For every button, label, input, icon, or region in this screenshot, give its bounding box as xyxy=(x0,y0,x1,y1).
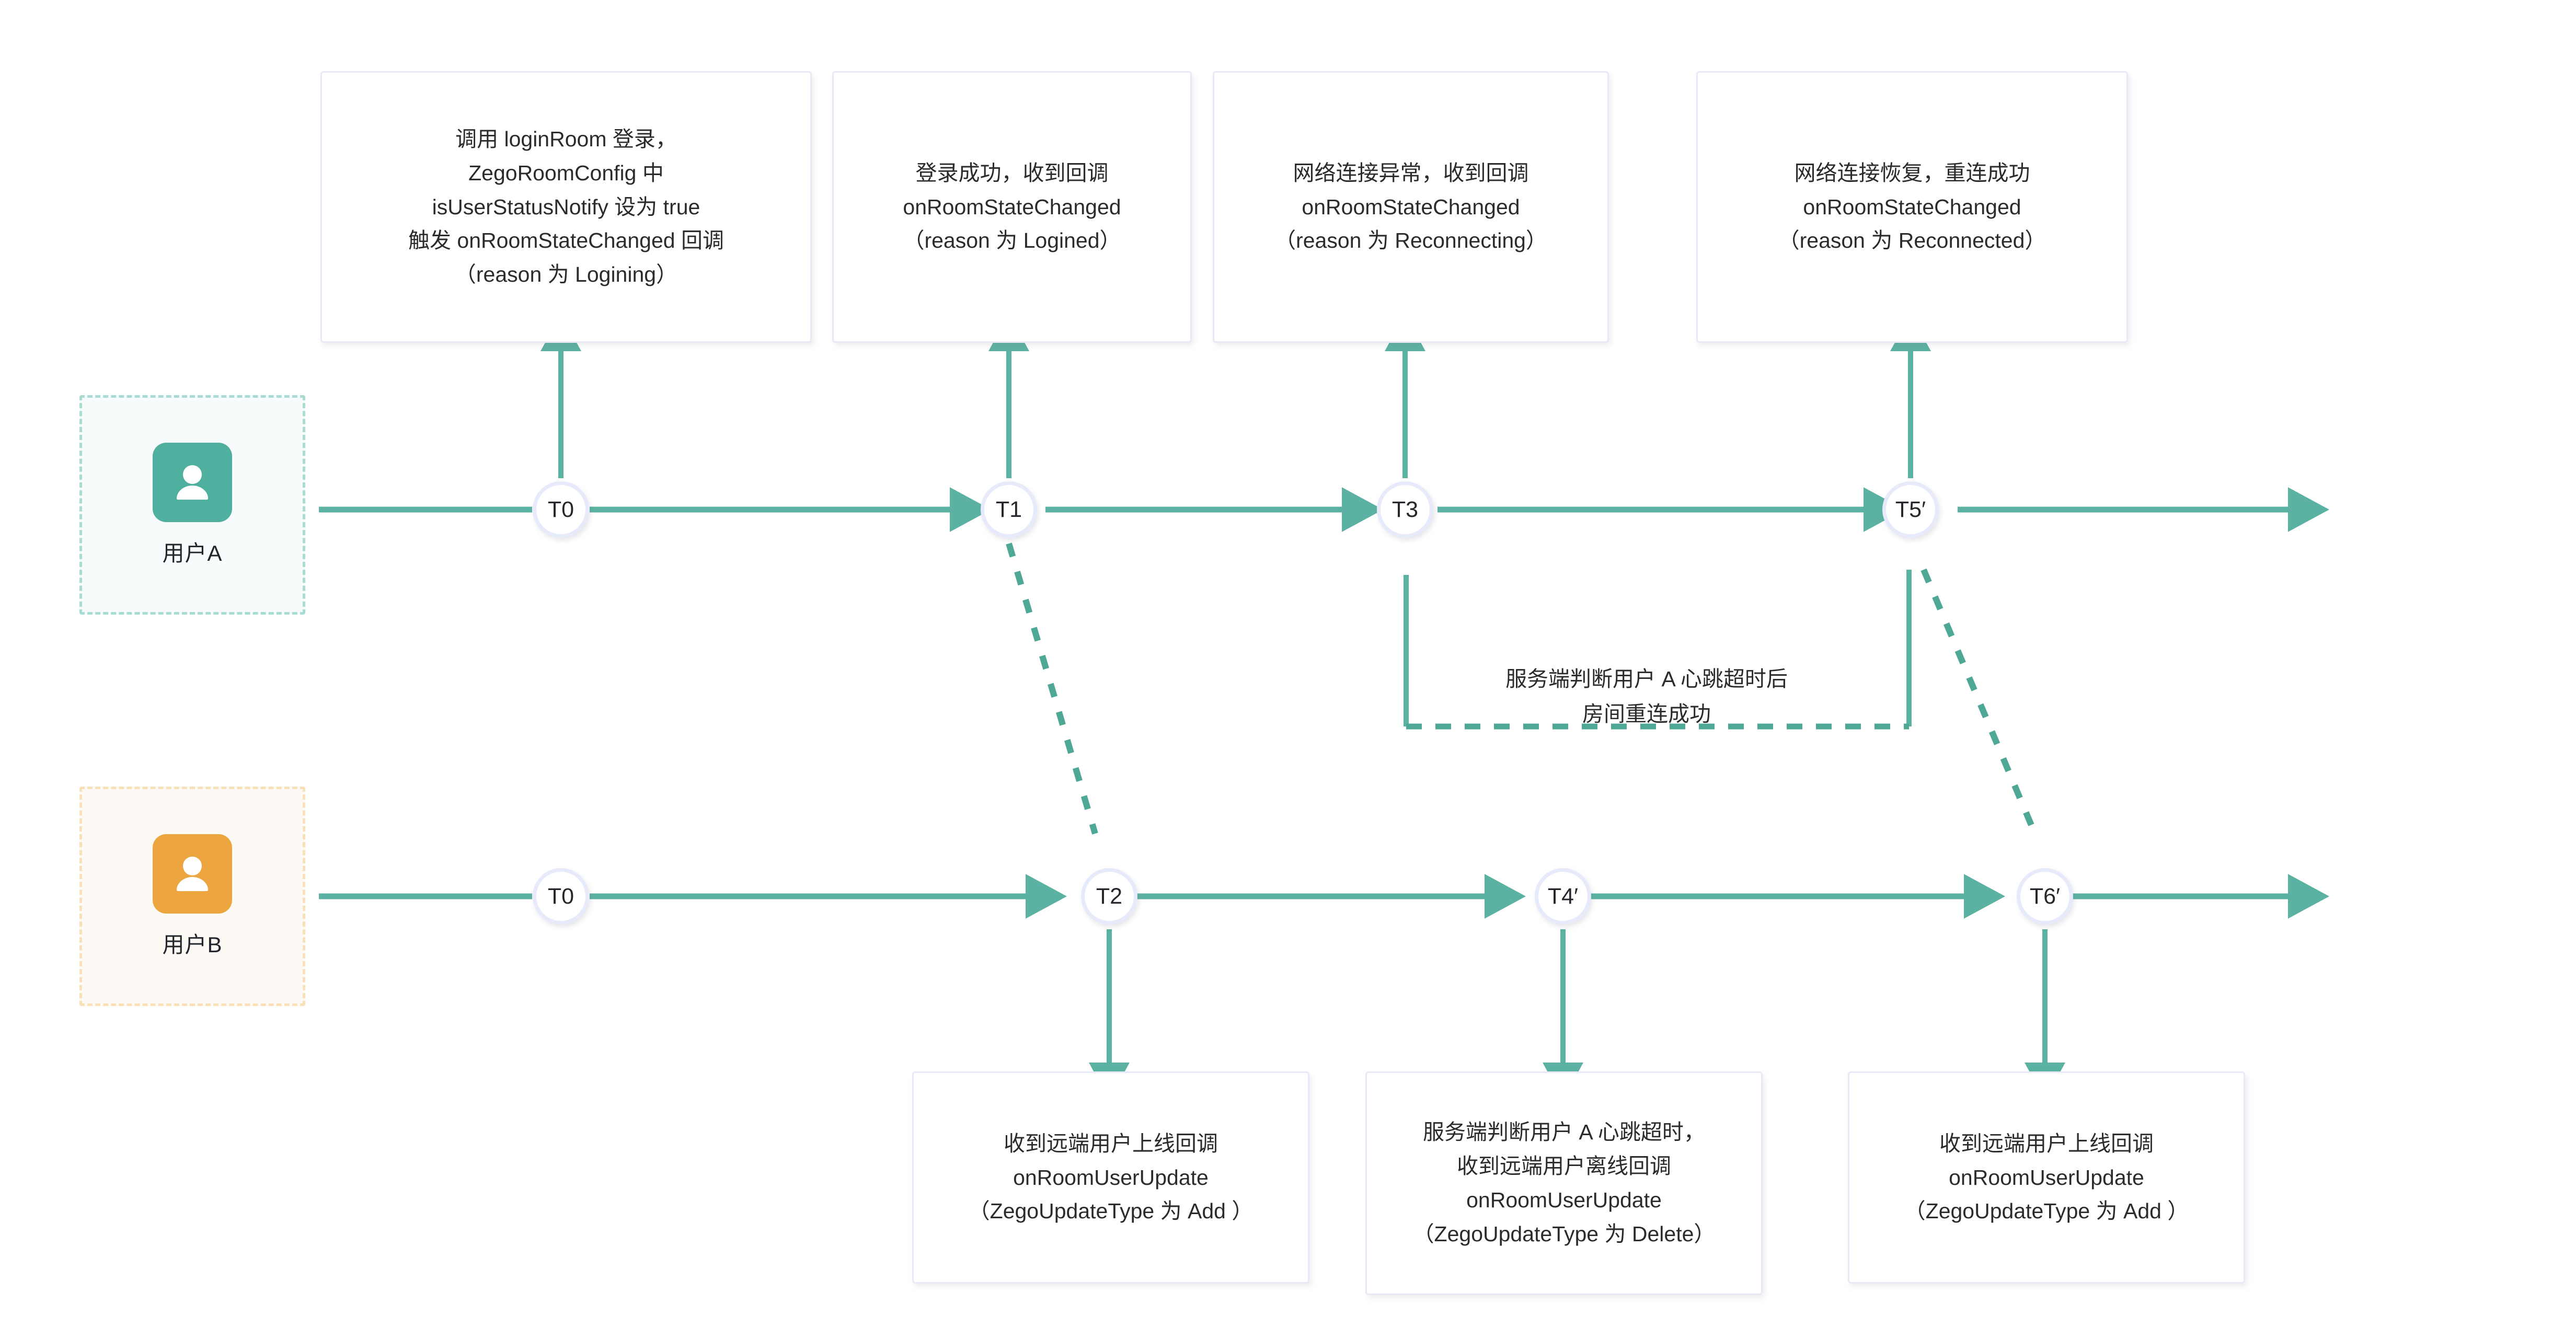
node-label: T5′ xyxy=(1895,497,1926,522)
message-text: 网络连接恢复，重连成功 onRoomStateChanged （reason 为… xyxy=(1778,160,2046,253)
message-text: 调用 loginRoom 登录， ZegoRoomConfig 中 isUser… xyxy=(408,127,724,287)
timeline-node-a-t5[interactable]: T5′ xyxy=(1882,481,1939,538)
node-label: T4′ xyxy=(1547,883,1579,909)
timeline-node-b-t4[interactable]: T4′ xyxy=(1535,868,1591,925)
bottom-box-connectors xyxy=(1089,929,2065,1100)
timeline-node-a-t1[interactable]: T1 xyxy=(981,481,1037,538)
cross-lane-dashed-links xyxy=(1006,542,2039,838)
node-label: T3 xyxy=(1392,497,1419,522)
top-box-connectors xyxy=(540,314,1931,478)
timeline-node-b-t0[interactable]: T0 xyxy=(533,868,589,925)
annotation-heartbeat-timeout: 服务端判断用户 A 心跳超时后 房间重连成功 xyxy=(1417,627,1877,731)
message-box-remote-user-offline: 服务端判断用户 A 心跳超时， 收到远端用户离线回调 onRoomUserUpd… xyxy=(1365,1071,1763,1295)
user-avatar-icon xyxy=(177,856,208,891)
heartbeat-timeout-bracket xyxy=(1404,570,1912,730)
lane-label: 用户A xyxy=(162,540,223,565)
lane-label: 用户B xyxy=(162,932,223,957)
avatar xyxy=(153,442,232,522)
message-box-login-success: 登录成功，收到回调 onRoomStateChanged （reason 为 L… xyxy=(832,71,1192,343)
node-label: T1 xyxy=(995,497,1022,522)
annotation-text: 服务端判断用户 A 心跳超时后 房间重连成功 xyxy=(1505,667,1788,726)
message-box-remote-user-online-2: 收到远端用户上线回调 onRoomUserUpdate （ZegoUpdateT… xyxy=(1848,1071,2245,1284)
message-text: 收到远端用户上线回调 onRoomUserUpdate （ZegoUpdateT… xyxy=(968,1131,1254,1223)
message-box-remote-user-online-1: 收到远端用户上线回调 onRoomUserUpdate （ZegoUpdateT… xyxy=(912,1071,1309,1284)
message-text: 网络连接异常，收到回调 onRoomStateChanged （reason 为… xyxy=(1274,160,1547,253)
node-label: T2 xyxy=(1096,883,1123,909)
message-text: 登录成功，收到回调 onRoomStateChanged （reason 为 L… xyxy=(903,160,1121,253)
timeline-node-a-t0[interactable]: T0 xyxy=(533,481,589,538)
lane-card-user-b: 用户B xyxy=(79,787,305,1006)
node-label: T0 xyxy=(547,497,574,522)
message-box-network-recovered: 网络连接恢复，重连成功 onRoomStateChanged （reason 为… xyxy=(1696,71,2128,343)
timeline-node-b-t6[interactable]: T6′ xyxy=(2017,868,2073,925)
message-text: 收到远端用户上线回调 onRoomUserUpdate （ZegoUpdateT… xyxy=(1904,1131,2189,1223)
node-label: T6′ xyxy=(2029,883,2061,909)
timeline-node-a-t3[interactable]: T3 xyxy=(1377,481,1433,538)
node-label: T0 xyxy=(547,883,574,909)
user-avatar-icon xyxy=(177,465,208,500)
message-box-network-error: 网络连接异常，收到回调 onRoomStateChanged （reason 为… xyxy=(1213,71,1609,343)
lane-card-user-a: 用户A xyxy=(79,395,305,615)
timeline-node-b-t2[interactable]: T2 xyxy=(1081,868,1137,925)
avatar xyxy=(153,834,232,914)
message-text: 服务端判断用户 A 心跳超时， 收到远端用户离线回调 onRoomUserUpd… xyxy=(1412,1120,1716,1246)
message-box-login-call: 调用 loginRoom 登录， ZegoRoomConfig 中 isUser… xyxy=(320,71,812,343)
